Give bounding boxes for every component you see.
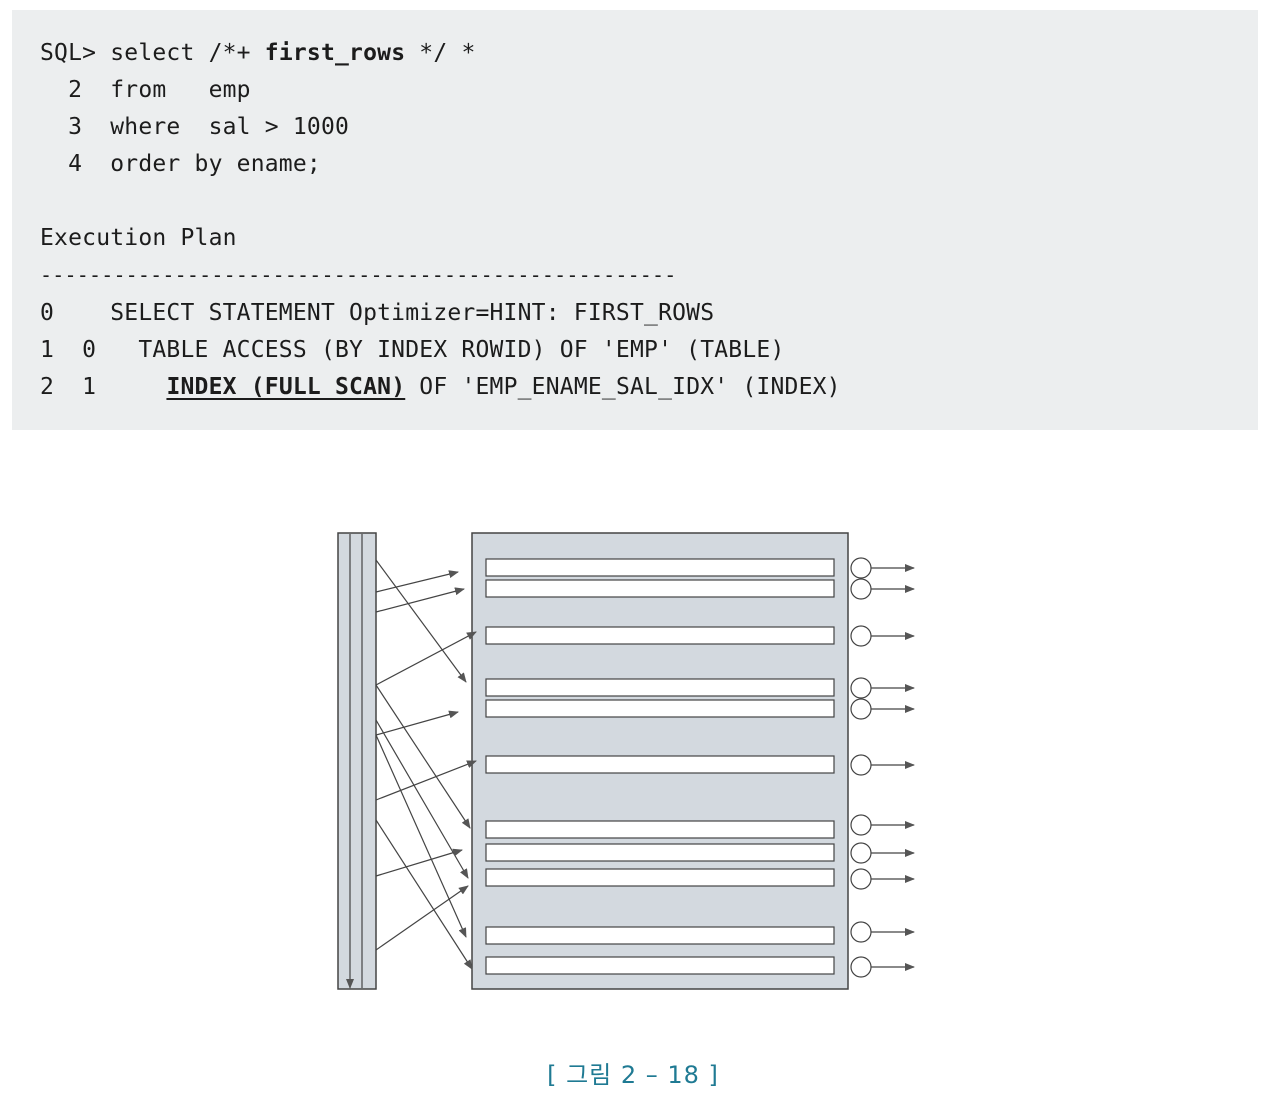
- table-row: [485, 956, 835, 975]
- output-circle: [850, 868, 872, 890]
- output-circle: [850, 754, 872, 776]
- plan-line-2: 2 1 INDEX (FULL SCAN) OF 'EMP_ENAME_SAL_…: [40, 370, 841, 404]
- output-circle: [850, 842, 872, 864]
- sql-select-suffix: */ *: [405, 40, 476, 66]
- table-row: [485, 678, 835, 697]
- table-row: [485, 699, 835, 718]
- output-circle: [850, 956, 872, 978]
- table-row: [485, 820, 835, 839]
- index-bar: [337, 532, 377, 990]
- access-arrow: [375, 734, 467, 938]
- table-row: [485, 868, 835, 887]
- table-row: [485, 626, 835, 645]
- table-row: [485, 558, 835, 577]
- access-arrow: [375, 684, 471, 829]
- table-row: [485, 755, 835, 774]
- index-full-scan-diagram: [337, 532, 915, 990]
- table-row: [485, 579, 835, 598]
- access-arrow: [375, 885, 469, 951]
- output-circle: [850, 625, 872, 647]
- access-arrow: [375, 570, 459, 593]
- output-circle: [850, 557, 872, 579]
- access-arrow: [375, 559, 467, 683]
- output-rows: [850, 557, 915, 978]
- output-circle: [850, 677, 872, 699]
- plan-line-1: 1 0 TABLE ACCESS (BY INDEX ROWID) OF 'EM…: [40, 337, 785, 363]
- output-circle: [850, 921, 872, 943]
- plan-line-2-suffix: OF 'EMP_ENAME_SAL_IDX' (INDEX): [405, 374, 841, 400]
- index-full-scan-op: INDEX (FULL SCAN): [166, 374, 406, 400]
- code-block: SQL> select /*+ first_rows */ * 2 from e…: [12, 10, 1258, 430]
- plan-line-2-prefix: 2 1: [40, 374, 167, 400]
- access-arrow: [375, 587, 465, 613]
- plan-title: Execution Plan: [40, 225, 237, 251]
- access-arrow: [375, 719, 469, 879]
- access-arrow: [375, 819, 473, 970]
- output-circle: [850, 698, 872, 720]
- output-circle: [850, 578, 872, 600]
- sql-select-prefix: SQL> select /*+: [40, 40, 265, 66]
- access-arrow: [375, 710, 459, 736]
- output-circle: [850, 814, 872, 836]
- sql-line-3: 3 where sal > 1000: [40, 114, 350, 140]
- access-arrow: [375, 760, 477, 801]
- rowid-access-arrows: [375, 559, 477, 970]
- plan-separator: ----------------------------------------…: [40, 263, 677, 287]
- figure-caption: [ 그림 2 – 18 ]: [547, 1061, 719, 1089]
- sql-line-2: 2 from emp: [40, 77, 251, 103]
- sql-line-4: 4 order by ename;: [40, 151, 321, 177]
- sql-line-1: SQL> select /*+ first_rows */ *: [40, 36, 476, 70]
- table-row: [485, 843, 835, 862]
- table-row: [485, 926, 835, 945]
- table-rows: [485, 558, 835, 975]
- access-arrow: [375, 631, 477, 686]
- plan-line-0: 0 SELECT STATEMENT Optimizer=HINT: FIRST…: [40, 300, 715, 326]
- sql-hint: first_rows: [264, 40, 406, 66]
- access-arrow: [375, 848, 463, 877]
